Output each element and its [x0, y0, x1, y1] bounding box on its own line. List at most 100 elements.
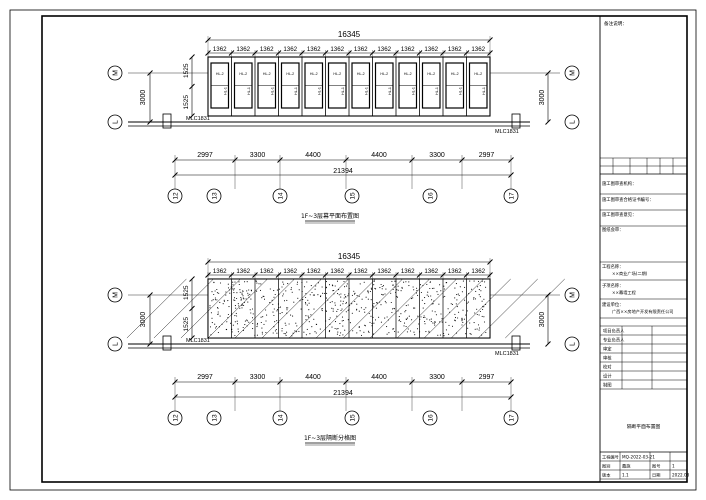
hatch-dot — [256, 326, 258, 328]
hatch-dot — [296, 281, 299, 283]
hatch-dot — [284, 322, 286, 324]
panel-width-label: 1362 — [424, 46, 438, 53]
hatch-dot — [244, 281, 246, 283]
dim-tick — [147, 292, 153, 298]
hatch-dot — [429, 319, 431, 321]
axis-bubble-h — [503, 188, 519, 204]
hatch-diagonal — [234, 278, 295, 339]
grid-span-label: 3300 — [429, 152, 445, 159]
hatch-dot — [242, 297, 244, 299]
hatch-dot — [265, 320, 267, 322]
hatch-dot — [211, 300, 213, 302]
bottom-value-2: 2022.03 — [672, 473, 690, 478]
project-value-1: ××幕墙工程 — [612, 289, 637, 296]
hatch-dot — [265, 309, 267, 311]
hatch-dot — [278, 321, 280, 324]
hatch-dot — [430, 320, 432, 323]
hatch-dot — [256, 334, 258, 336]
left-dim-1525b: 1525 — [183, 317, 190, 332]
axis-label-h: 15 — [350, 414, 357, 422]
hatch-dot — [415, 292, 418, 294]
role-label: 制图 — [603, 382, 612, 389]
hatch-dot — [310, 314, 312, 316]
hatch-dot — [427, 295, 430, 297]
hatch-dot — [282, 293, 284, 295]
hatch-dot — [481, 280, 483, 282]
hatch-dot — [467, 327, 469, 329]
hatch-dot — [232, 288, 234, 290]
hatch-dot — [370, 315, 372, 317]
hatch-dot — [447, 308, 449, 310]
hatch-dot — [369, 290, 371, 293]
hatch-dot — [244, 320, 246, 322]
hatch-dot — [242, 329, 244, 331]
panel-width-label: 1362 — [283, 46, 297, 53]
project-value-2: 广西××房地产开发有限责任公司 — [612, 308, 673, 315]
hatch-dot — [250, 312, 252, 314]
hatch-dot — [484, 281, 486, 283]
hatch-dot — [315, 332, 317, 334]
hatch-dot — [252, 313, 254, 315]
hatch-dot — [227, 313, 229, 316]
hatch-dot — [240, 299, 242, 301]
hatch-dot — [231, 313, 233, 315]
hatch-dot — [331, 326, 333, 328]
hatch-dot — [256, 324, 258, 326]
hatch-dot — [292, 315, 294, 317]
left-dim-3000: 3000 — [140, 90, 147, 106]
panel-code-label: HL-2 — [286, 72, 294, 76]
hatch-dot — [429, 281, 432, 283]
project-label-1: 子项名称： — [602, 282, 623, 289]
hatch-dot — [424, 316, 426, 318]
axis-bubble-h — [167, 188, 183, 204]
hatch-dot — [433, 322, 435, 324]
grid-span-label: 4400 — [305, 152, 321, 159]
hatch-dot — [258, 283, 260, 285]
hatch-dot — [341, 316, 344, 318]
hatch-dot — [283, 283, 285, 285]
hatch-dot — [349, 304, 351, 306]
panel-code-label: HL-1 — [247, 87, 251, 95]
hatch-dot — [412, 297, 414, 299]
hatch-dot — [315, 323, 317, 325]
hatch-dot — [483, 298, 485, 300]
hatch-dot — [419, 318, 421, 320]
hatch-dot — [419, 284, 422, 286]
hatch-dot — [241, 292, 243, 294]
hatch-dot — [304, 302, 307, 304]
grid-span-label: 3300 — [250, 152, 266, 159]
hatch-dot — [307, 315, 309, 317]
hatch-dot — [301, 290, 303, 293]
hatch-dot — [385, 302, 387, 304]
panel-width-label: 1362 — [283, 268, 297, 275]
hatch-dot — [328, 284, 331, 286]
hatch-dot — [345, 311, 347, 313]
hatch-dot — [440, 313, 442, 315]
hatch-dot — [437, 293, 439, 295]
hatch-diagonal — [315, 278, 376, 339]
hatch-dot — [475, 290, 477, 292]
field-label: 施工图审查机构： — [602, 180, 636, 187]
hatch-dot — [386, 316, 388, 318]
hatch-dot — [417, 294, 419, 296]
hatch-dot — [237, 303, 239, 305]
hatch-dot — [319, 328, 321, 330]
axis-label-h: 12 — [173, 192, 180, 200]
axis-label-m: M — [570, 292, 577, 298]
hatch-dot — [367, 330, 370, 332]
hatch-dot — [210, 334, 212, 336]
hatch-dot — [234, 305, 236, 307]
hatch-dot — [209, 305, 211, 307]
axis-bubble-h — [344, 188, 360, 204]
hatch-dot — [485, 331, 487, 334]
hatch-dot — [332, 290, 334, 292]
hatch-dot — [444, 295, 446, 297]
hatch-dot — [216, 299, 218, 301]
hatch-dot — [254, 334, 256, 336]
wall-cap-left — [162, 113, 172, 129]
drawing-name: 隔断平面布置图 — [627, 423, 661, 430]
hatch-dot — [469, 322, 471, 324]
left-dim-1525b: 1525 — [183, 95, 190, 110]
hatch-dot — [464, 286, 466, 288]
hatch-dot — [416, 328, 419, 330]
